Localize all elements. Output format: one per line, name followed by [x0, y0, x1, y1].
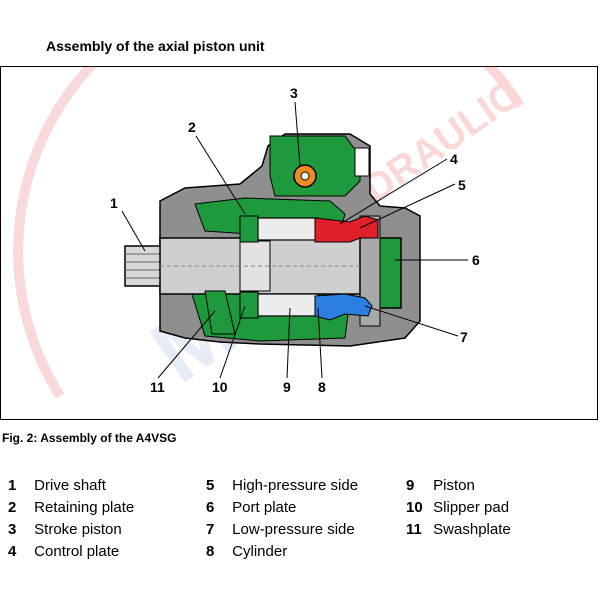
callout-8: 8	[318, 379, 326, 395]
page-title: Assembly of the axial piston unit	[46, 38, 265, 54]
drive-shaft	[124, 237, 361, 295]
callout-4: 4	[450, 151, 458, 167]
leader-lines	[121, 101, 468, 379]
legend-item: 3 Stroke piston	[8, 521, 122, 538]
legend-item: 5 High-pressure side	[206, 477, 359, 494]
pistons	[204, 215, 319, 335]
legend-column-3: 9 Piston 10 Slipper pad 11 Swashplate	[406, 475, 511, 541]
figure-frame	[0, 66, 598, 420]
callout-2: 2	[188, 119, 196, 135]
callout-6: 6	[472, 252, 480, 268]
legend-item: 7 Low-pressure side	[206, 521, 355, 538]
pump-cross-section-diagram: MS HYDRAULIC	[13, 66, 528, 402]
legend-item: 6 Port plate	[206, 499, 297, 516]
high-pressure-channel	[314, 215, 379, 243]
callout-numbers: 1 2 3 4 5 6 7 8 9 10 11	[110, 85, 480, 395]
low-pressure-channel	[314, 293, 373, 321]
callout-1: 1	[110, 195, 118, 211]
callout-10: 10	[212, 379, 228, 395]
callout-9: 9	[283, 379, 291, 395]
legend-item: 11 Swashplate	[406, 521, 511, 538]
legend-item: 9 Piston	[406, 477, 475, 494]
legend-item: 2 Retaining plate	[8, 499, 135, 516]
legend-column-1: 1 Drive shaft 2 Retaining plate 3 Stroke…	[8, 475, 134, 563]
legend-item: 8 Cylinder	[206, 543, 288, 560]
legend-item: 10 Slipper pad	[406, 499, 510, 516]
figure-caption: Fig. 2: Assembly of the A4VSG	[2, 431, 177, 445]
callout-7: 7	[460, 329, 468, 345]
legend-item: 4 Control plate	[8, 543, 120, 560]
callout-3: 3	[290, 85, 298, 101]
callout-11: 11	[150, 379, 165, 395]
callout-5: 5	[458, 177, 466, 193]
legend-column-2: 5 High-pressure side 6 Port plate 7 Low-…	[206, 475, 358, 563]
legend-item: 1 Drive shaft	[8, 477, 106, 494]
